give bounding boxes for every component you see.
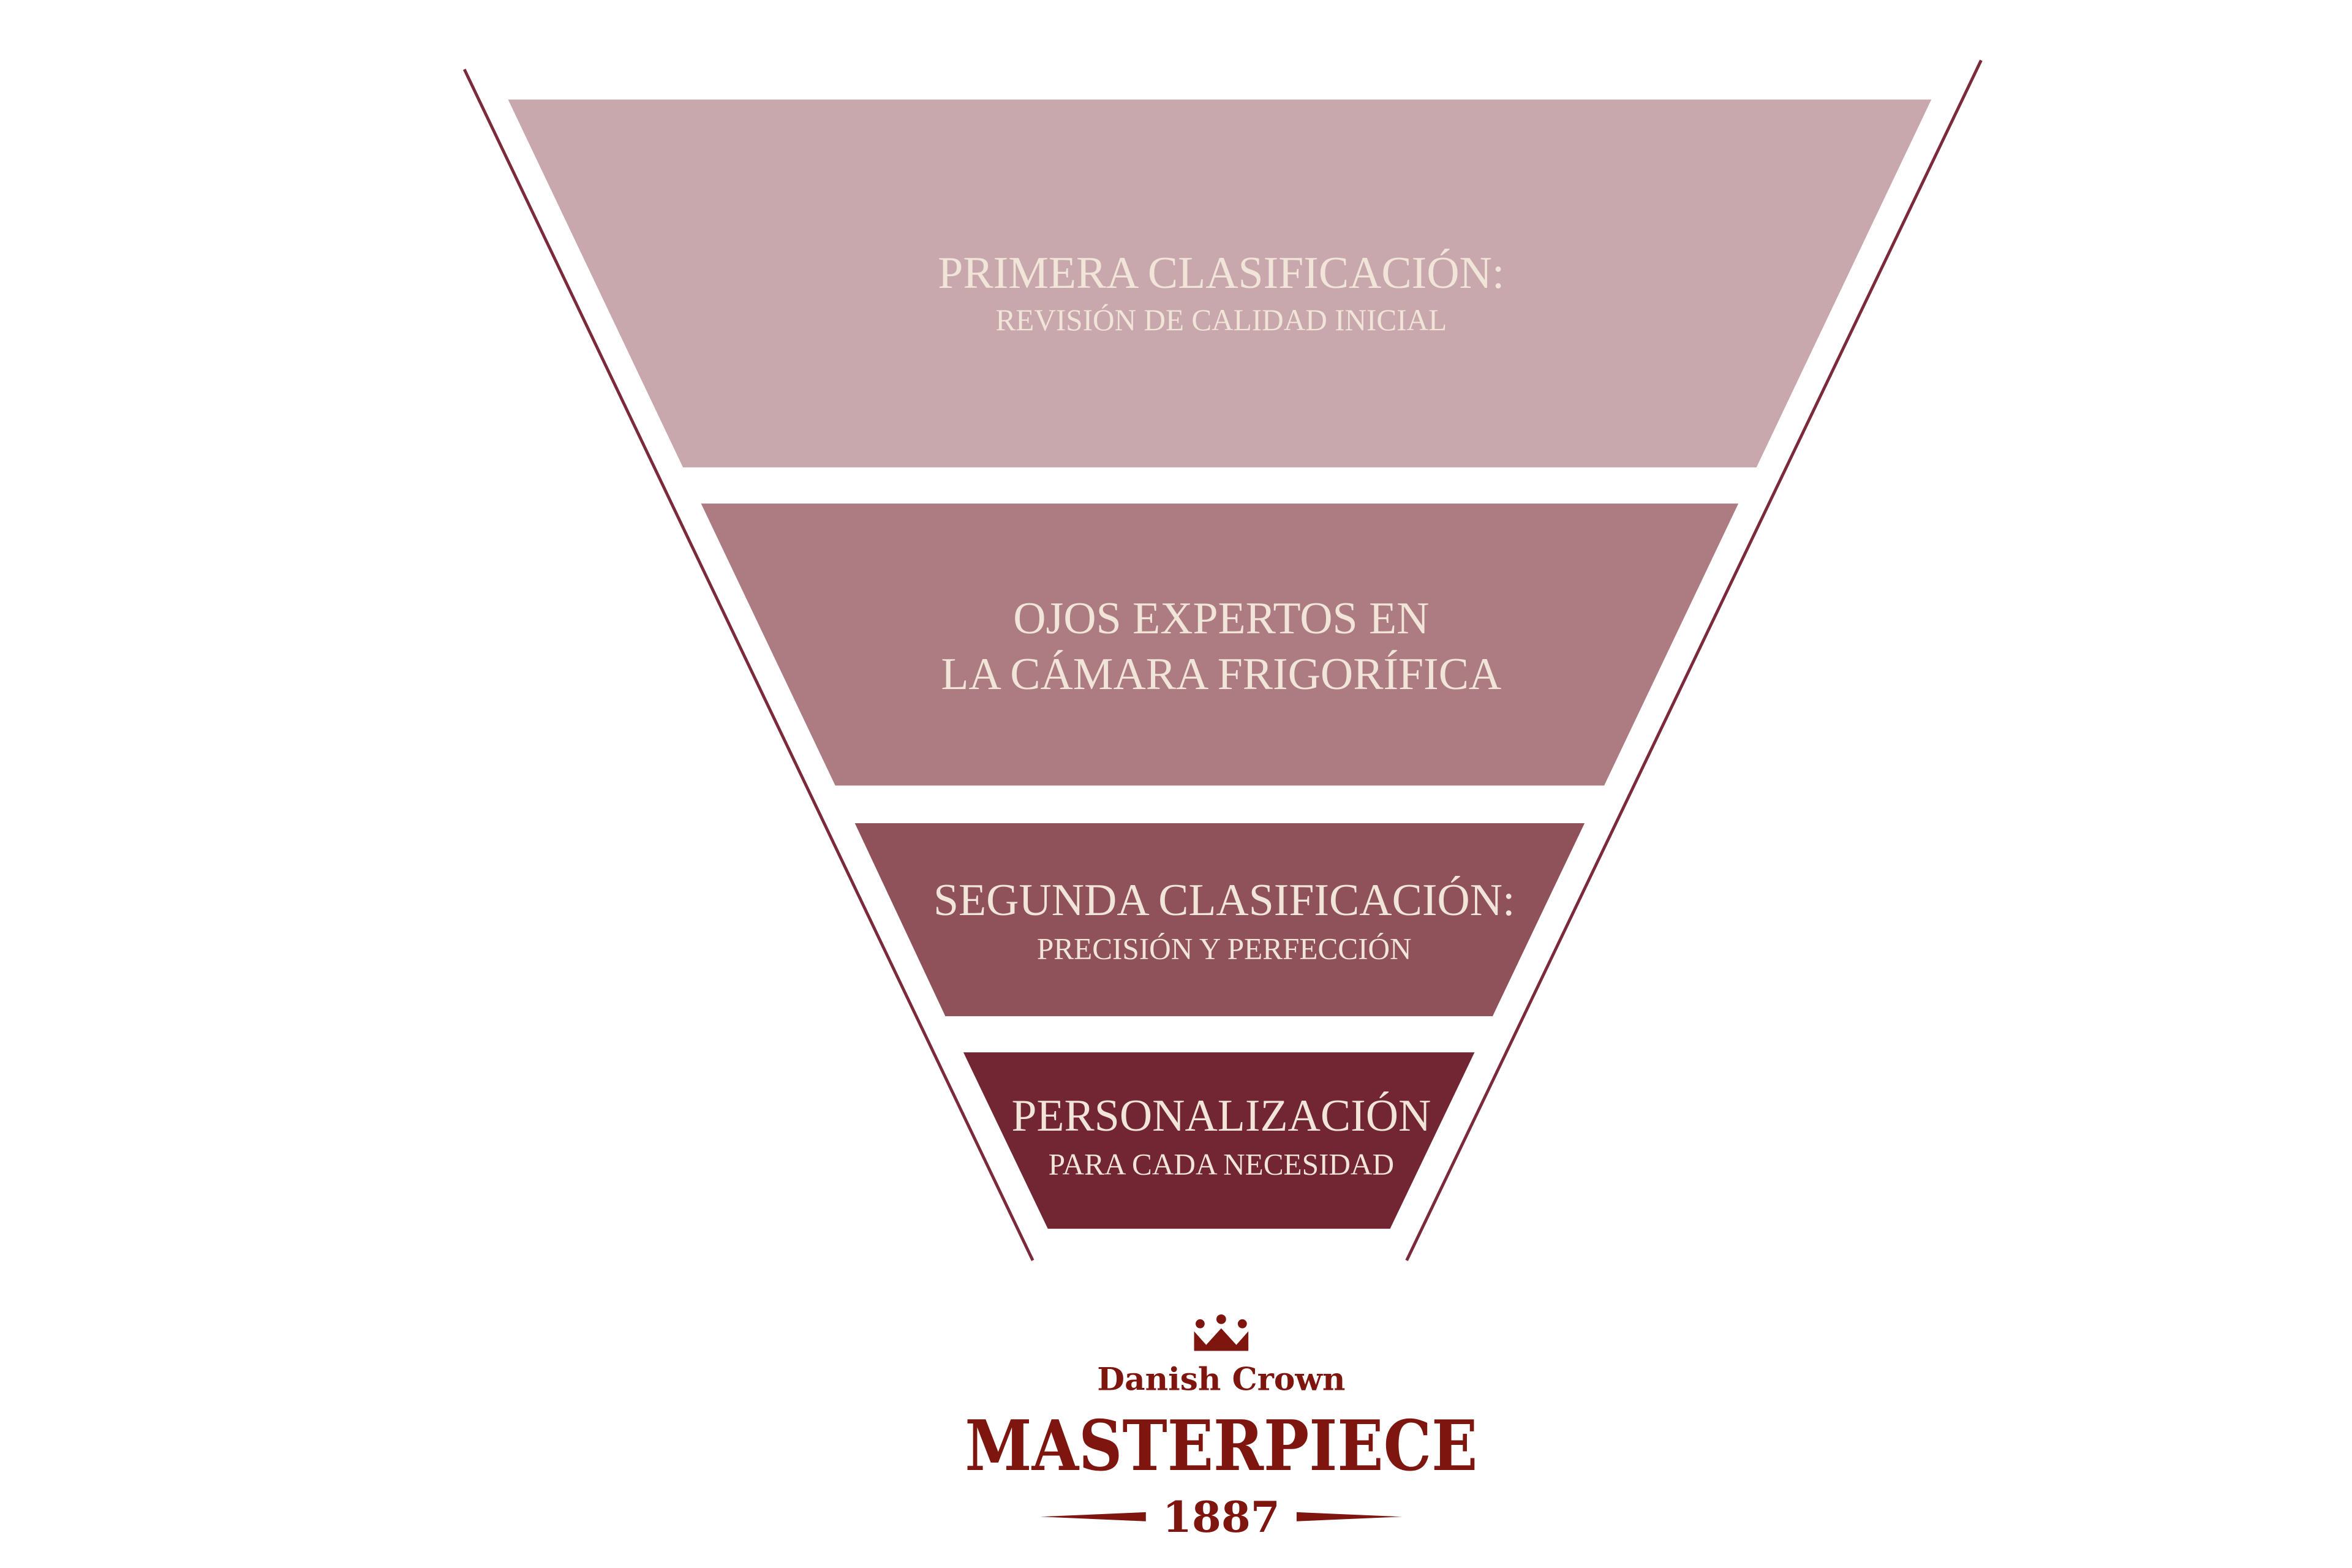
stage-1-subtitle: REVISIÓN DE CALIDAD INICIAL [995, 303, 1447, 337]
logo-name: MASTERPIECE [965, 1405, 1477, 1487]
funnel-outline-left [462, 69, 1035, 1261]
stage-2-title-line2: LA CÁMARA FRIGORÍFICA [941, 649, 1501, 699]
logo-rule-left [1040, 1512, 1146, 1521]
stage-1-band [508, 99, 1932, 468]
stage-3-title: SEGUNDA CLASIFICACIÓN: [933, 875, 1515, 925]
funnel-stage-3: SEGUNDA CLASIFICACIÓN: PRECISIÓN Y PERFE… [854, 823, 1585, 1017]
stage-3-subtitle: PRECISIÓN Y PERFECCIÓN [1037, 932, 1412, 966]
stage-3-band [854, 823, 1585, 1017]
brand-logo: Danish Crown MASTERPIECE 1887 [965, 1314, 1477, 1542]
stage-2-title-line1: OJOS EXPERTOS EN [1013, 593, 1429, 643]
stage-4-subtitle: PARA CADA NECESIDAD [1049, 1148, 1394, 1182]
stage-1-title: PRIMERA CLASIFICACIÓN: [938, 247, 1504, 298]
stage-2-band [701, 503, 1739, 786]
logo-year: 1887 [1163, 1493, 1280, 1542]
funnel-stage-2: OJOS EXPERTOS EN LA CÁMARA FRIGORÍFICA [701, 503, 1739, 786]
funnel-stage-1: PRIMERA CLASIFICACIÓN: REVISIÓN DE CALID… [508, 99, 1932, 468]
stage-4-title: PERSONALIZACIÓN [1011, 1090, 1431, 1140]
logo-brand: Danish Crown [1097, 1361, 1345, 1398]
funnel-stage-4: PERSONALIZACIÓN PARA CADA NECESIDAD [963, 1052, 1475, 1229]
stage-4-band [963, 1052, 1475, 1229]
funnel-outline-right [1405, 59, 1983, 1261]
crown-icon [1194, 1314, 1249, 1351]
logo-rule-right [1296, 1512, 1403, 1521]
